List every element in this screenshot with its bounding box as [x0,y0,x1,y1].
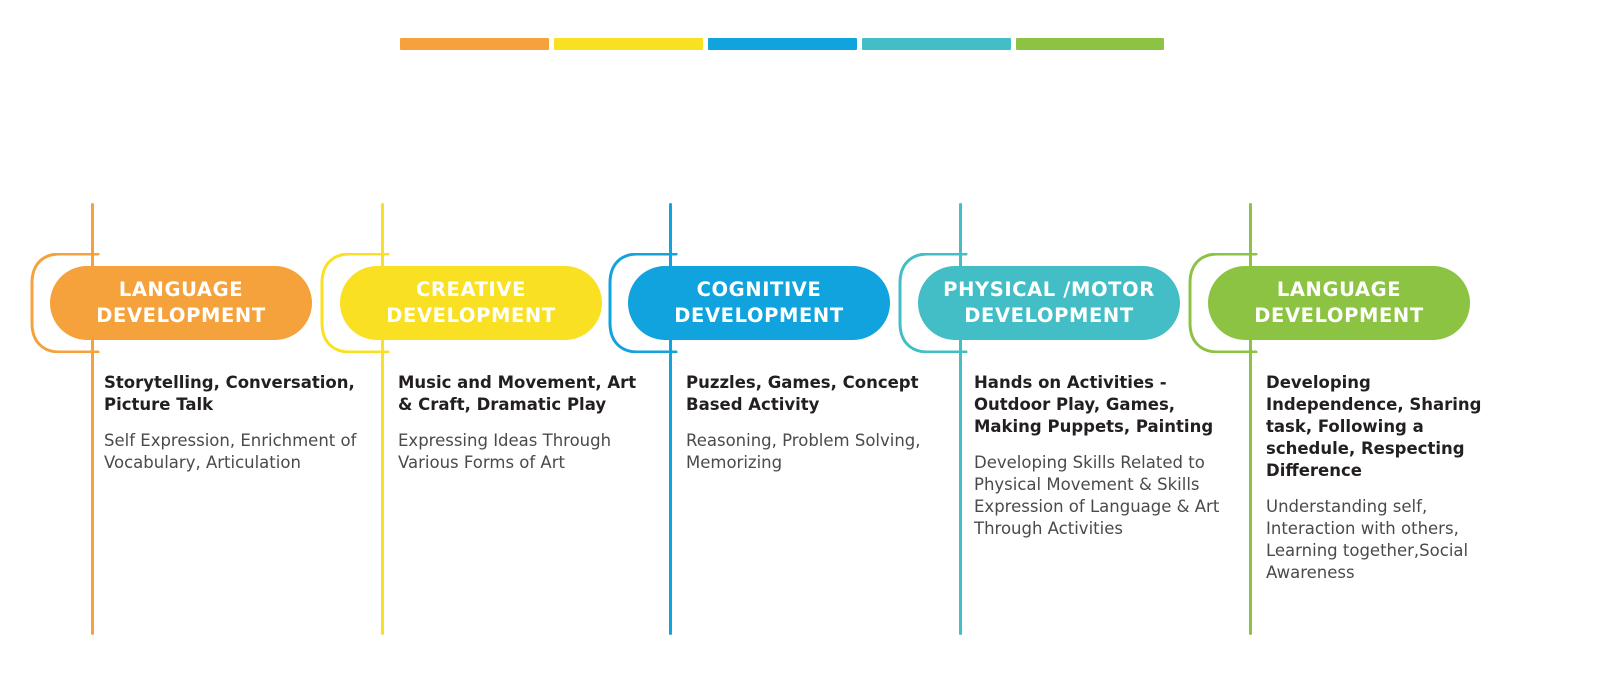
spine-line [381,203,384,635]
spine-line [1249,203,1252,635]
pill-language-development-green[interactable]: LANGUAGE DEVELOPMENT [1208,266,1470,340]
sub-text: Self Expression, Enrichment of Vocabular… [104,431,357,472]
pill-label: LANGUAGE DEVELOPMENT [96,278,266,327]
pill-creative-development[interactable]: CREATIVE DEVELOPMENT [340,266,602,340]
lead-text: Hands on Activities - Outdoor Play, Game… [974,373,1214,436]
column-body: Hands on Activities - Outdoor Play, Game… [974,372,1232,540]
column-language-development-green: LANGUAGE DEVELOPMENT Developing Independ… [1158,0,1481,691]
column-body: Developing Independence, Sharing task, F… [1266,372,1502,584]
column-physical-motor-development: PHYSICAL /MOTOR DEVELOPMENT Hands on Act… [868,0,1219,691]
column-body: Music and Movement, Art & Craft, Dramati… [398,372,654,474]
column-creative-development: CREATIVE DEVELOPMENT Music and Movement,… [290,0,636,691]
spine-line [669,203,672,635]
sub-text: Developing Skills Related to Physical Mo… [974,453,1220,538]
pill-label: CREATIVE DEVELOPMENT [386,278,556,327]
sub-text: Expressing Ideas Through Various Forms o… [398,431,612,472]
pill-cognitive-development[interactable]: COGNITIVE DEVELOPMENT [628,266,890,340]
pill-language-development-orange[interactable]: LANGUAGE DEVELOPMENT [50,266,312,340]
sub-text: Reasoning, Problem Solving, Memorizing [686,431,921,472]
sub-text: Understanding self, Interaction with oth… [1266,497,1469,582]
color-bar-segment-teal [862,38,1011,50]
lead-text: Music and Movement, Art & Craft, Dramati… [398,373,637,414]
column-body: Puzzles, Games, Concept Based Activity R… [686,372,942,474]
lead-text: Developing Independence, Sharing task, F… [1266,373,1482,480]
color-bar-segment-blue [708,38,857,50]
color-bar-segment-yellow [554,38,703,50]
pill-label: PHYSICAL /MOTOR DEVELOPMENT [943,278,1155,327]
color-bar-segment-green [1016,38,1164,50]
top-color-bar [400,38,1164,50]
pill-physical-motor-development[interactable]: PHYSICAL /MOTOR DEVELOPMENT [918,266,1180,340]
column-cognitive-development: COGNITIVE DEVELOPMENT Puzzles, Games, Co… [578,0,921,691]
column-body: Storytelling, Conversation, Picture Talk… [104,372,366,474]
lead-text: Storytelling, Conversation, Picture Talk [104,373,355,414]
pill-label: LANGUAGE DEVELOPMENT [1254,278,1424,327]
pill-label: COGNITIVE DEVELOPMENT [674,278,844,327]
column-language-development-orange: LANGUAGE DEVELOPMENT Storytelling, Conve… [0,0,356,691]
spine-line [91,203,94,635]
color-bar-segment-orange [400,38,549,50]
lead-text: Puzzles, Games, Concept Based Activity [686,373,919,414]
spine-line [959,203,962,635]
